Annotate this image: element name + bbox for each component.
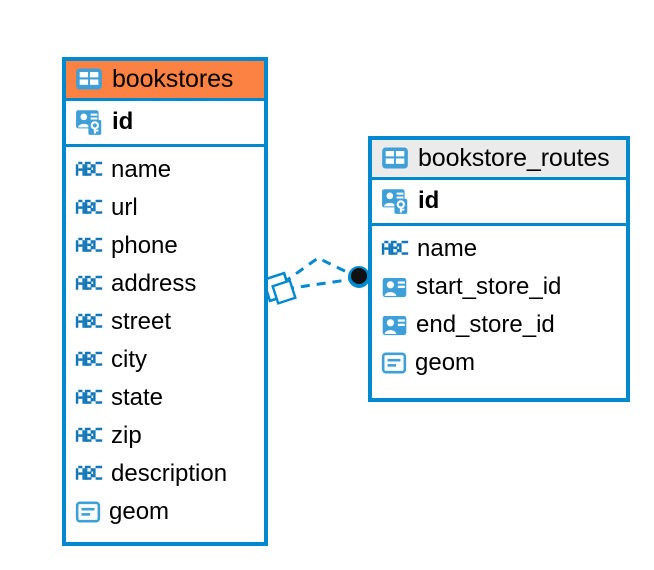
field-row-description[interactable]: description — [75, 455, 256, 493]
field-row-address[interactable]: address — [75, 265, 256, 303]
foreign-key-icon — [381, 274, 408, 301]
field-label: address — [111, 269, 197, 297]
abc-text-icon — [75, 464, 103, 484]
field-label: name — [417, 234, 478, 262]
foreign-key-icon — [381, 312, 408, 339]
entity-primary-key-row[interactable]: id — [372, 180, 626, 226]
field-label: geom — [415, 348, 476, 376]
entity-title: bookstore_routes — [418, 144, 610, 172]
field-row-url[interactable]: url — [75, 189, 256, 227]
relationship-target-circle-icon[interactable] — [351, 268, 367, 284]
field-row-phone[interactable]: phone — [75, 227, 256, 265]
entity-field-list: name start_store_id — [372, 226, 626, 388]
field-label: geom — [109, 497, 170, 525]
entity-primary-key-row[interactable]: id — [66, 101, 264, 147]
abc-text-icon — [381, 239, 409, 259]
field-row-name[interactable]: name — [75, 151, 256, 189]
entity-field-list: name u — [66, 147, 264, 537]
field-label: end_store_id — [416, 310, 555, 338]
field-row-zip[interactable]: zip — [75, 417, 256, 455]
relationship-source-diamond-shadow-icon — [271, 279, 297, 305]
relationship-line-upper — [282, 256, 356, 285]
field-row-city[interactable]: city — [75, 341, 256, 379]
entity-bookstores[interactable]: bookstores id — [62, 57, 268, 546]
field-row-geom[interactable]: geom — [75, 493, 256, 531]
abc-text-icon — [75, 426, 103, 446]
primary-key-label: id — [418, 186, 440, 214]
field-label: phone — [111, 231, 178, 259]
entity-bookstore-routes[interactable]: bookstore_routes id — [368, 136, 630, 402]
entity-title: bookstores — [112, 65, 234, 93]
geometry-icon — [75, 499, 101, 525]
field-row-start-store-id[interactable]: start_store_id — [381, 268, 618, 306]
field-row-street[interactable]: street — [75, 303, 256, 341]
abc-text-icon — [75, 236, 103, 256]
primary-key-label: id — [112, 107, 134, 135]
field-row-state[interactable]: state — [75, 379, 256, 417]
table-icon — [75, 65, 103, 93]
field-label: city — [111, 345, 147, 373]
entity-header-bookstores[interactable]: bookstores — [66, 61, 264, 101]
abc-text-icon — [75, 312, 103, 332]
relationship-line-lower — [284, 277, 355, 291]
table-icon — [381, 144, 409, 172]
abc-text-icon — [75, 160, 103, 180]
abc-text-icon — [75, 274, 103, 294]
primary-key-icon — [381, 186, 411, 216]
field-label: url — [111, 193, 138, 221]
field-label: name — [111, 155, 172, 183]
abc-text-icon — [75, 388, 103, 408]
field-row-name[interactable]: name — [381, 230, 618, 268]
field-label: zip — [111, 421, 142, 449]
field-label: description — [111, 459, 228, 487]
field-label: start_store_id — [416, 272, 562, 300]
primary-key-icon — [75, 107, 105, 137]
geometry-icon — [381, 350, 407, 376]
field-row-end-store-id[interactable]: end_store_id — [381, 306, 618, 344]
entity-header-bookstore-routes[interactable]: bookstore_routes — [372, 140, 626, 180]
field-row-geom[interactable]: geom — [381, 344, 618, 382]
field-label: state — [111, 383, 164, 411]
abc-text-icon — [75, 350, 103, 370]
abc-text-icon — [75, 198, 103, 218]
field-label: street — [111, 307, 172, 335]
relationship-target-circle-outer-icon — [348, 266, 370, 288]
